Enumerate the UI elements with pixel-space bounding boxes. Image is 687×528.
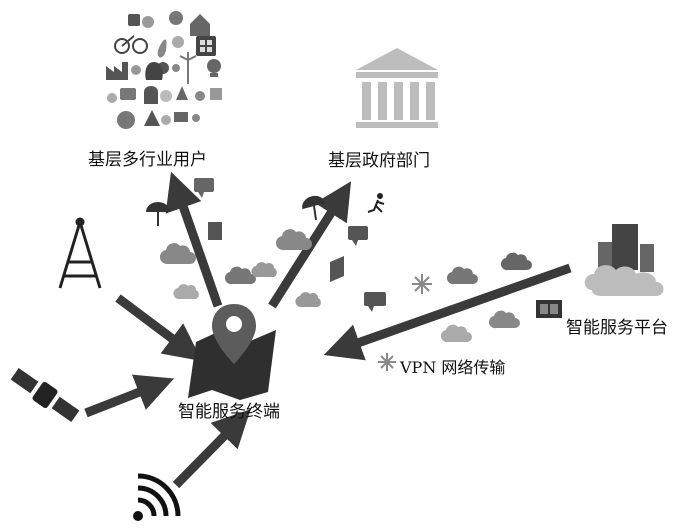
map-pin-icon [188, 304, 276, 400]
government-label: 基层政府部门 [328, 151, 430, 171]
weather-cloud-icon [173, 284, 199, 300]
snowflake-icon [378, 353, 396, 371]
weather-cloud-icon [224, 266, 256, 285]
arrow-from-satellite [84, 374, 175, 418]
floating-data-icons [146, 178, 562, 371]
arrow-from-wifi [172, 409, 251, 489]
arrow-from-platform [323, 263, 572, 361]
wifi-signal-icon [133, 473, 181, 521]
arrow-to-government [268, 181, 352, 309]
umbrella-icon [146, 202, 170, 226]
weather-cloud-icon [275, 229, 312, 251]
satellite-icon [10, 368, 80, 422]
arrow-from-tower [115, 294, 203, 362]
radio-tower-icon [58, 217, 102, 289]
document-icon [208, 222, 222, 240]
document-icon [330, 256, 344, 282]
weather-cloud-icon [251, 262, 277, 278]
weather-cloud-icon [446, 266, 478, 285]
chat-bubble-icon [364, 292, 386, 312]
user-icon-cluster [106, 11, 222, 129]
server-cloud-icon [584, 224, 664, 296]
vpn-label: VPN 网络传输 [400, 358, 506, 377]
terminal-label: 智能服务终端 [178, 402, 280, 422]
weather-cloud-icon [440, 324, 472, 343]
arrow-group [84, 171, 572, 489]
monitor-icon [536, 300, 562, 318]
weather-cloud-icon [500, 252, 532, 271]
government-building-icon [356, 48, 438, 128]
arrow-to-users [165, 171, 223, 308]
weather-cloud-icon [295, 292, 321, 308]
umbrella-icon [302, 195, 326, 221]
weather-cloud-icon [488, 310, 520, 329]
weather-cloud-icon [159, 243, 196, 265]
platform-label: 智能服务平台 [566, 318, 668, 338]
running-man-icon [367, 193, 385, 213]
snowflake-icon [412, 274, 432, 294]
chat-bubble-icon [194, 178, 214, 198]
chat-bubble-icon [348, 226, 368, 246]
users-label: 基层多行业用户 [88, 150, 207, 170]
